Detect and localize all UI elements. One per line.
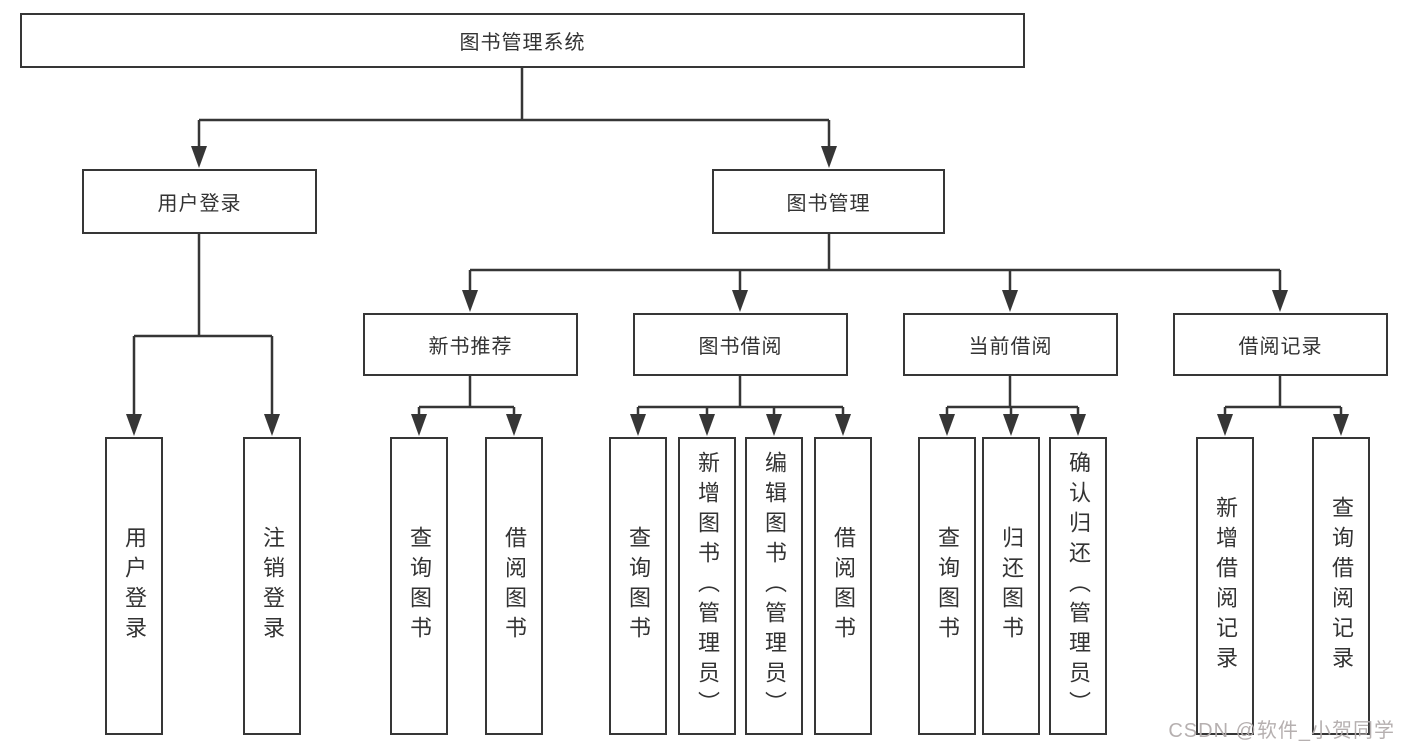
leaf-logout: 注销登录 [243, 437, 301, 735]
watermark: CSDN @软件_小贺同学 [1168, 720, 1395, 742]
leaf-query-books-borrowing: 查询图书 [609, 437, 667, 735]
leaf-query-borrow-record: 查询借阅记录 [1312, 437, 1370, 735]
leaf-query-books-recommend: 查询图书 [390, 437, 448, 735]
node-book-borrowing: 图书借阅 [633, 313, 848, 376]
leaf-confirm-return-admin: 确认归还（管理员） [1049, 437, 1107, 735]
leaf-edit-book-admin: 编辑图书（管理员） [745, 437, 803, 735]
leaf-add-borrow-record: 新增借阅记录 [1196, 437, 1254, 735]
node-borrowing-records: 借阅记录 [1173, 313, 1388, 376]
leaf-query-books-current: 查询图书 [918, 437, 976, 735]
leaf-user-login: 用户登录 [105, 437, 163, 735]
node-new-book-recommend: 新书推荐 [363, 313, 578, 376]
node-book-management: 图书管理 [712, 169, 945, 234]
leaf-borrow-books-borrowing: 借阅图书 [814, 437, 872, 735]
leaf-borrow-books-recommend: 借阅图书 [485, 437, 543, 735]
node-current-borrowing: 当前借阅 [903, 313, 1118, 376]
leaf-add-book-admin: 新增图书（管理员） [678, 437, 736, 735]
node-root: 图书管理系统 [20, 13, 1025, 68]
leaf-return-book: 归还图书 [982, 437, 1040, 735]
node-user-login: 用户登录 [82, 169, 317, 234]
